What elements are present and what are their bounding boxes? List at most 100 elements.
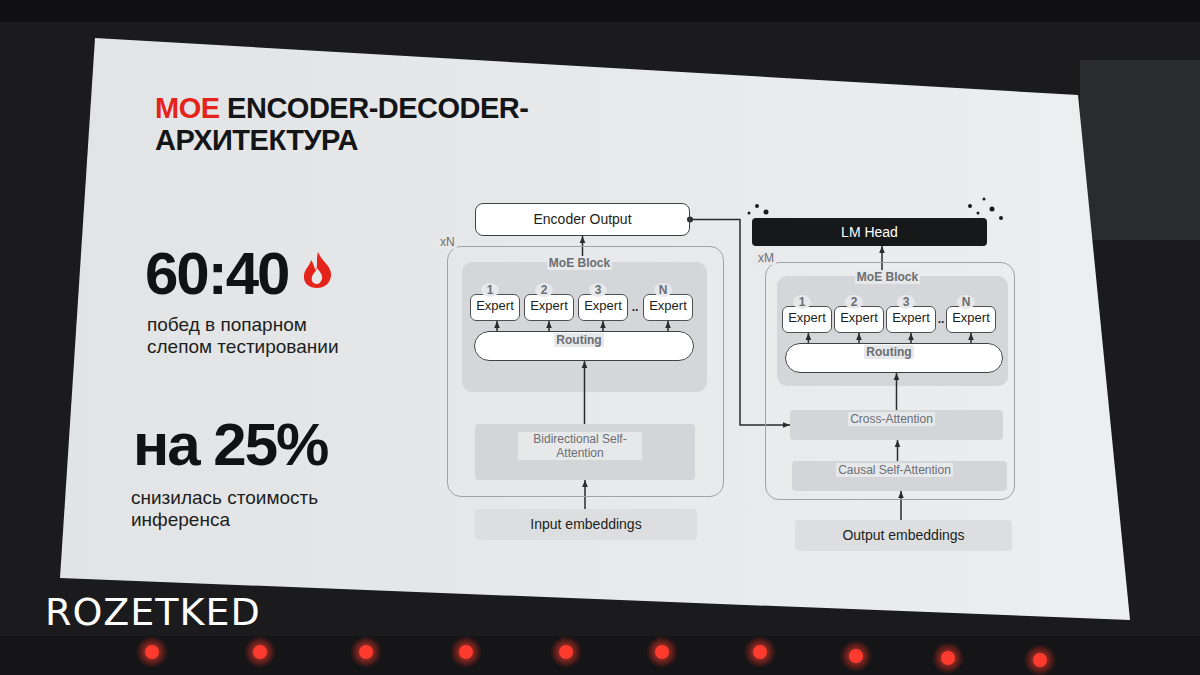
dot	[999, 216, 1003, 220]
callout-number: 1	[793, 295, 811, 309]
stage-light	[655, 645, 669, 659]
box-label: Expert	[584, 298, 622, 313]
callout-number: N	[654, 283, 672, 297]
light-glow	[646, 636, 678, 668]
box-label: Bidirectional Self-Attention	[518, 432, 642, 460]
expert-box: 3Expert	[886, 306, 936, 333]
arrow-connector	[858, 333, 860, 343]
callout-number: 1	[481, 283, 499, 297]
box-label: Expert	[952, 310, 990, 325]
title-text: MOE ENCODER-DECODER- АРХИТЕКТУРА	[155, 92, 595, 156]
light-glow	[744, 636, 776, 668]
stage-light	[941, 651, 955, 665]
arrow-connector	[667, 321, 669, 331]
label-text: 60:40	[145, 243, 288, 305]
stack-frame: xNMoE Block1Expert2Expert3ExpertNExpertR…	[447, 246, 724, 497]
dot	[755, 204, 759, 208]
box-label: Encoder Output	[533, 211, 631, 228]
box-label: Cross-Attention	[848, 412, 935, 426]
box-fill	[777, 276, 1008, 386]
light-glow	[350, 636, 382, 668]
embedding-box: Input embeddings	[475, 509, 697, 540]
stage-light	[359, 645, 373, 659]
callout-number: 3	[897, 295, 915, 309]
watermark: ROZETKED	[45, 590, 261, 634]
expert-box: NExpert	[643, 294, 693, 321]
label-text: ROZETKED	[45, 590, 261, 634]
slide-screen	[60, 38, 1130, 620]
box-fill	[946, 306, 996, 333]
arrow-connector	[690, 220, 790, 426]
dot	[764, 210, 769, 215]
lm-head-box: LM Head	[752, 218, 987, 246]
arrow-connector	[496, 321, 498, 331]
box-label: Expert	[530, 298, 568, 313]
expert-box: 1Expert	[470, 294, 520, 321]
light-glow	[450, 636, 482, 668]
callout-number: 2	[535, 283, 553, 297]
box-label: Output embeddings	[842, 527, 964, 544]
stage-light	[1033, 653, 1047, 667]
box-fill	[782, 306, 832, 333]
callout-number: N	[957, 295, 975, 309]
box-fill	[795, 520, 1012, 551]
box-label: MoE Block	[855, 270, 920, 284]
repeat-label: xM	[756, 251, 776, 265]
box-label: LM Head	[841, 224, 898, 241]
stat-number: на 25%	[133, 414, 327, 476]
stack-frame: xMMoE Block1Expert2Expert3ExpertNExpertR…	[765, 262, 1015, 500]
expert-box: NExpert	[946, 306, 996, 333]
expert-box: 3Expert	[578, 294, 628, 321]
box-fill	[834, 306, 884, 333]
stage-wall	[1080, 60, 1200, 240]
callout-number: 2	[845, 295, 863, 309]
fire-icon	[304, 252, 331, 288]
box-label: Routing	[864, 345, 913, 359]
stat-caption: снизилась стоимость инференса	[131, 487, 361, 531]
box-fill	[470, 294, 520, 321]
arrow-connector	[602, 321, 604, 331]
dot	[990, 207, 995, 212]
arrow-connector	[584, 480, 586, 509]
attention-box: Cross-Attention	[790, 410, 1003, 440]
light-glow	[840, 640, 872, 672]
box-fill	[886, 306, 936, 333]
label-text: ..	[629, 300, 641, 314]
box-label: Expert	[892, 310, 930, 325]
stage-light	[559, 645, 573, 659]
box-label: Causal Self-Attention	[836, 463, 953, 477]
title-accent: MOE	[155, 92, 220, 124]
stage-light	[849, 649, 863, 663]
output-box: Encoder Output	[475, 203, 690, 236]
dot	[968, 204, 972, 208]
stat-caption: побед в попарном слепом тестировании	[147, 314, 377, 358]
ellipsis-mark: ..	[629, 300, 641, 314]
moe-block: MoE Block1Expert2Expert3ExpertNExpertRou…	[777, 276, 1008, 386]
arrow-connector	[910, 333, 912, 343]
label-text: снизилась стоимость инференса	[131, 487, 361, 531]
connector-dot	[687, 217, 693, 223]
stage-light	[753, 645, 767, 659]
box-fill	[643, 294, 693, 321]
box-fill	[578, 294, 628, 321]
light-truss	[0, 636, 1200, 675]
light-glow	[136, 636, 168, 668]
light-glow	[550, 636, 582, 668]
dot	[748, 212, 751, 215]
box-fill	[785, 343, 1003, 373]
expert-box: 2Expert	[524, 294, 574, 321]
box-fill	[792, 461, 1007, 491]
arrow-connector	[808, 333, 810, 343]
expert-box: 1Expert	[782, 306, 832, 333]
box-fill	[474, 331, 694, 361]
box-fill	[475, 509, 697, 540]
dot	[977, 212, 980, 215]
attention-box: Bidirectional Self-Attention	[475, 424, 695, 480]
light-glow	[1024, 644, 1056, 675]
box-label: Expert	[840, 310, 878, 325]
slide-title: MOE ENCODER-DECODER- АРХИТЕКТУРА	[155, 92, 595, 156]
arrow-connector	[896, 373, 898, 410]
arrow-connector	[900, 491, 902, 520]
label-text: на 25%	[133, 414, 327, 476]
